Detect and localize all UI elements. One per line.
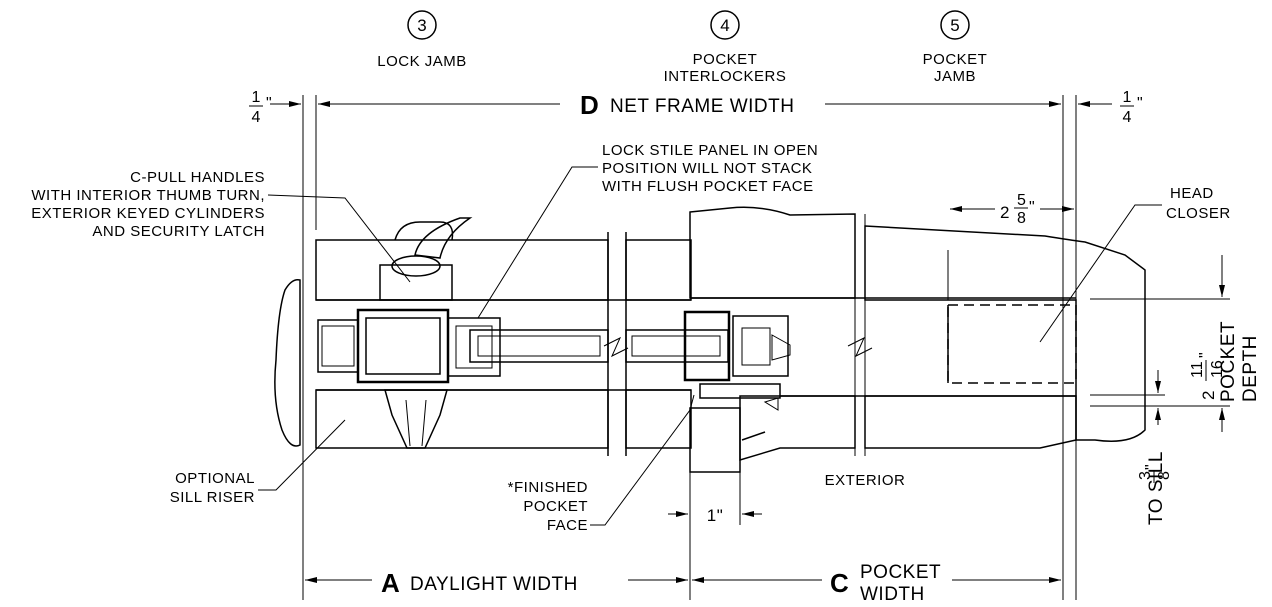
finished-pocket-face: [689, 383, 781, 473]
callout-label-interlockers: INTERLOCKERS: [664, 68, 787, 85]
note-cpull-line-1: C-PULL HANDLES: [130, 169, 265, 186]
note-sill-line-2: SILL RISER: [170, 489, 255, 506]
pocket-depth-unit: ": [1197, 352, 1214, 358]
callout-number-5: 5: [950, 16, 959, 35]
callout-label-pocket-2: POCKET: [923, 51, 988, 68]
c-pull-handle: [379, 217, 473, 449]
callout-lock-jamb: 3 LOCK JAMB: [377, 10, 467, 70]
dimension-net-frame-width: D NET FRAME WIDTH: [318, 90, 1061, 120]
note-cpull-line-4: AND SECURITY LATCH: [92, 223, 265, 240]
dimension-pocket-width: C POCKET WIDTH: [692, 562, 1061, 605]
quarter-left-unit: ": [266, 95, 272, 112]
note-c-pull-handles: C-PULL HANDLES WITH INTERIOR THUMB TURN,…: [31, 169, 411, 283]
quarter-right-unit: ": [1137, 95, 1143, 112]
callout-pocket-jamb: 5 POCKET JAMB: [923, 10, 988, 85]
note-cpull-line-3: EXTERIOR KEYED CYLINDERS: [31, 205, 265, 222]
dimension-to-sill: TO SILL 3 8 ": [1090, 370, 1173, 525]
dim-label-net-frame: NET FRAME WIDTH: [610, 96, 794, 117]
note-finished-line-1: *FINISHED: [508, 479, 588, 496]
note-lock-stile: LOCK STILE PANEL IN OPEN POSITION WILL N…: [477, 142, 818, 319]
lock-jamb-section: [315, 232, 692, 456]
head-dim-num: 5: [1017, 192, 1026, 209]
head-dim-den: 8: [1017, 210, 1026, 227]
callout-label-lock-jamb: LOCK JAMB: [377, 53, 467, 70]
note-head-line-1: HEAD: [1170, 185, 1214, 202]
dimension-daylight-width: A DAYLIGHT WIDTH: [305, 568, 688, 598]
head-closer: [947, 250, 1077, 384]
pocket-depth-label-2: DEPTH: [1240, 335, 1261, 402]
note-sill-line-1: OPTIONAL: [175, 470, 255, 487]
note-lock-stile-line-3: WITH FLUSH POCKET FACE: [602, 178, 814, 195]
break-marks: [603, 336, 873, 358]
quarter-left-num: 1: [252, 89, 261, 106]
dim-letter-c: C: [830, 568, 849, 598]
pocket-depth-label-1: POCKET: [1218, 321, 1239, 402]
callout-label-pocket: POCKET: [693, 51, 758, 68]
callout-circle-4: [710, 10, 740, 40]
to-sill-unit: ": [1143, 464, 1160, 470]
dim-label-daylight: DAYLIGHT WIDTH: [410, 574, 578, 595]
note-lock-stile-line-2: POSITION WILL NOT STACK: [602, 160, 812, 177]
callout-circle-5: [940, 10, 970, 40]
dim-label-pocket: POCKET: [860, 562, 941, 583]
pocket-depth-whole: 2: [1199, 391, 1218, 400]
quarter-left-den: 4: [252, 109, 261, 126]
head-dim-unit: ": [1029, 199, 1035, 216]
pocket-wall-section: [689, 206, 1146, 462]
lock-stile-profile: [317, 308, 791, 384]
dimension-pocket-depth: 2 11 16 " POCKET DEPTH: [1090, 255, 1261, 432]
to-sill-den: 8: [1156, 471, 1173, 480]
callout-number-3: 3: [417, 16, 426, 35]
note-finished-line-2: POCKET: [523, 498, 588, 515]
callout-number-4: 4: [720, 16, 729, 35]
quarter-right-num: 1: [1123, 89, 1132, 106]
quarter-right-den: 4: [1123, 109, 1132, 126]
pocket-depth-den: 16: [1209, 360, 1226, 378]
sill-riser: [274, 278, 301, 447]
extension-lines: [302, 95, 1077, 600]
dimension-quarter-left: 1 4 ": [249, 89, 301, 126]
dimension-quarter-right: 1 4 ": [1078, 89, 1143, 126]
dim-letter-a: A: [381, 568, 400, 598]
dimension-one-inch: 1": [668, 506, 762, 525]
callout-pocket-interlockers: 4 POCKET INTERLOCKERS: [664, 10, 787, 85]
note-finished-line-3: FACE: [547, 517, 588, 534]
note-cpull-line-2: WITH INTERIOR THUMB TURN,: [31, 187, 265, 204]
callout-circle-3: [407, 10, 437, 40]
dim-label-width: WIDTH: [860, 584, 925, 605]
note-lock-stile-line-1: LOCK STILE PANEL IN OPEN: [602, 142, 818, 159]
dim-letter-d: D: [580, 90, 599, 120]
to-sill-num: 3: [1137, 471, 1154, 480]
head-dim-whole: 2: [1000, 203, 1009, 222]
to-sill-label: TO SILL: [1146, 451, 1167, 525]
note-exterior: EXTERIOR: [825, 472, 906, 489]
note-sill-riser: OPTIONAL SILL RISER: [170, 419, 346, 506]
note-head-closer: HEAD CLOSER: [1039, 185, 1231, 343]
dimension-head-width: 2 5 8 ": [950, 192, 1074, 227]
note-finished-pocket-face: *FINISHED POCKET FACE: [508, 394, 695, 534]
pocket-depth-num: 11: [1189, 361, 1206, 378]
callout-label-jamb: JAMB: [934, 68, 976, 85]
one-inch-label: 1": [707, 506, 724, 525]
note-head-line-2: CLOSER: [1166, 205, 1231, 222]
